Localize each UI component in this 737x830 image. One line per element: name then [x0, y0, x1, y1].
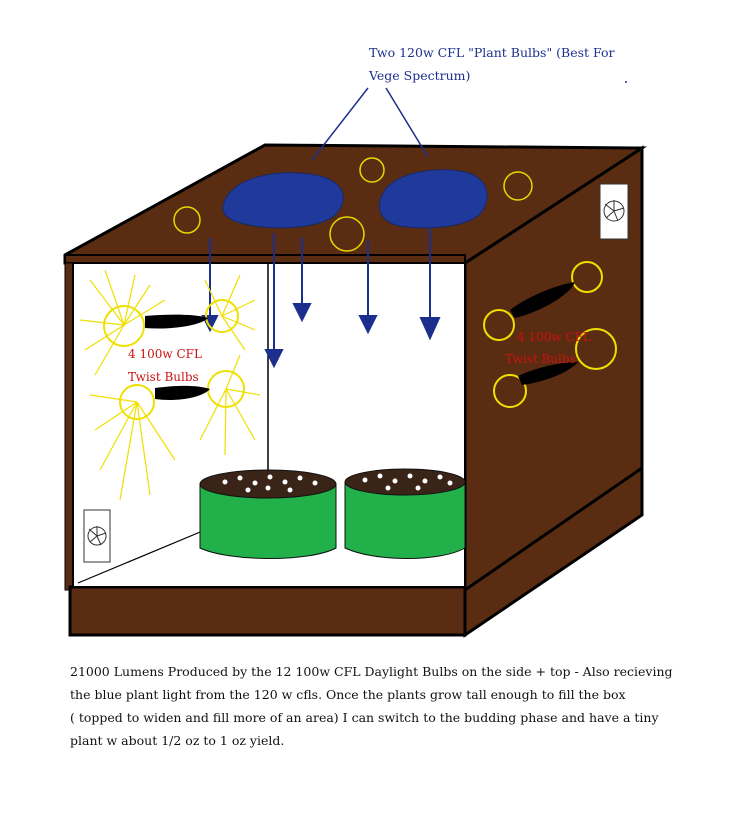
caption-line-4: plant w about 1/2 oz to 1 oz yield.: [70, 733, 285, 748]
left-bulb-holes: [103, 299, 245, 420]
pot-left: [199, 469, 337, 559]
top-label-line-2: Vege Spectrum): [368, 68, 470, 83]
right-side-base-line: [464, 466, 643, 592]
left-cfl-twist-bulb: [145, 314, 208, 329]
left-bulb: [103, 305, 145, 347]
top-hole: [503, 171, 533, 201]
right-cfl-twist-bulb: [518, 362, 578, 385]
fan-icon: [599, 183, 629, 240]
right-bulb: [483, 309, 515, 341]
light-arrow-head: [419, 317, 441, 341]
stray-dot: [625, 81, 627, 83]
right-bulb: [493, 374, 527, 408]
top-label-line-1: Two 120w CFL "Plant Bulbs" (Best For: [369, 45, 615, 60]
left-label-line-2: Twist Bulbs: [128, 370, 199, 384]
label-pointer: [385, 87, 429, 158]
right-bulb: [575, 328, 617, 370]
caption: 21000 Lumens Produced by the 12 100w CFL…: [70, 660, 673, 752]
box-front-left-post: [64, 262, 74, 591]
light-arrow-head: [264, 349, 284, 369]
fan-icon: [83, 509, 111, 563]
label-pointer: [311, 87, 369, 161]
left-cfl-twist-bulb: [155, 385, 210, 400]
light-arrow-head: [292, 303, 312, 323]
right-bulb-holes: [483, 261, 617, 408]
pot-right: [344, 468, 466, 559]
light-arrow-head: [358, 315, 378, 335]
right-label-line-1: 4 100w CFL: [517, 330, 591, 344]
box-front-top-rail: [64, 254, 466, 264]
caption-line-3: ( topped to widen and fill more of an ar…: [70, 710, 659, 725]
top-bulb-holes: [173, 157, 533, 252]
right-bulb: [571, 261, 603, 293]
left-bulb: [205, 299, 239, 333]
left-bulb: [119, 384, 155, 420]
top-hole: [359, 157, 385, 183]
top-hole: [329, 216, 365, 252]
caption-line-1: 21000 Lumens Produced by the 12 100w CFL…: [70, 664, 673, 679]
interior-floor-edge: [77, 529, 206, 584]
right-label-line-2: Twist Bulbs: [505, 352, 576, 366]
caption-line-2: the blue plant light from the 120 w cfls…: [70, 687, 626, 702]
top-hole: [173, 206, 201, 234]
plant-bulb-left: [222, 172, 344, 229]
plant-bulb-right: [378, 169, 488, 229]
box-front-base: [68, 585, 467, 637]
left-label-line-1: 4 100w CFL: [128, 347, 202, 361]
right-cfl-twist-bulb: [510, 282, 575, 318]
